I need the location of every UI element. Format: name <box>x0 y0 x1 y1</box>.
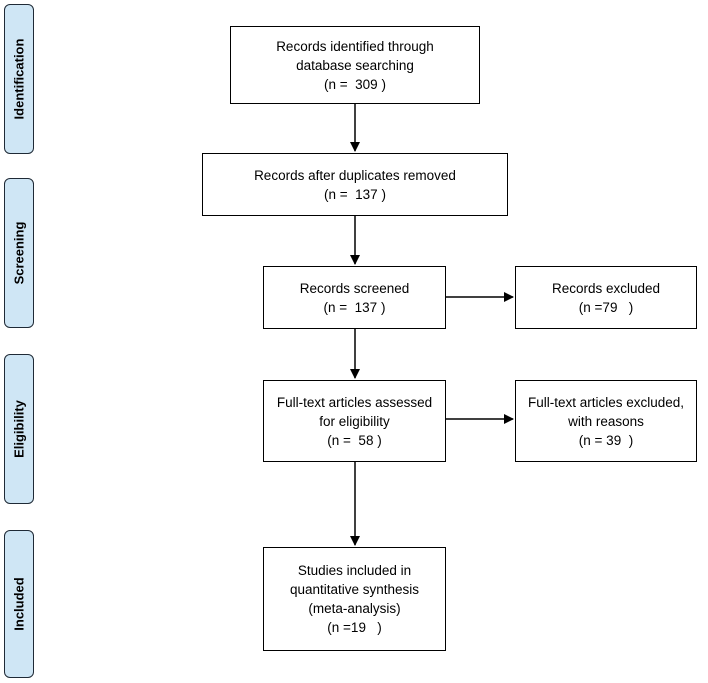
box-fulltext-excluded: Full-text articles excluded, with reason… <box>515 380 697 462</box>
box-records-identified-count: (n = 309 ) <box>324 76 386 92</box>
phase-screening: Screening <box>4 178 34 328</box>
box-records-identified: Records identified through database sear… <box>230 26 480 104</box>
phase-included: Included <box>4 530 34 678</box>
box-studies-included-line1: Studies included in <box>297 563 412 578</box>
box-records-screened-line1: Records screened <box>299 280 410 296</box>
box-after-duplicates-count: (n = 137 ) <box>324 186 386 202</box>
box-fulltext-excluded-line2: with reasons <box>568 413 644 429</box>
box-fulltext-excluded-count: (n = 39 ) <box>578 432 634 448</box>
box-fulltext-assessed-line1: Full-text articles assessed <box>276 394 433 410</box>
box-fulltext-assessed-line2: for eligibility <box>319 413 390 429</box>
box-records-identified-line1: Records identified through <box>276 38 434 54</box>
box-records-screened-count: (n = 137 ) <box>323 299 386 315</box>
box-fulltext-assessed-count: (n = 58 ) <box>327 432 382 448</box>
box-fulltext-excluded-line1: Full-text articles excluded, <box>527 394 685 410</box>
box-studies-included-line3: (meta-analysis) <box>308 601 401 616</box>
box-studies-included-line2: quantitative synthesis <box>289 582 420 597</box>
box-after-duplicates: Records after duplicates removed (n = 13… <box>202 153 508 216</box>
box-after-duplicates-line1: Records after duplicates removed <box>254 167 456 183</box>
box-studies-included: Studies included in quantitative synthes… <box>263 547 446 651</box>
phase-identification: Identification <box>4 4 34 154</box>
box-studies-included-count: (n =19 ) <box>327 620 382 635</box>
box-records-excluded-count: (n =79 ) <box>578 299 634 315</box>
box-records-identified-line2: database searching <box>296 57 414 73</box>
box-records-screened: Records screened (n = 137 ) <box>263 266 446 329</box>
box-records-excluded-line1: Records excluded <box>551 280 661 296</box>
box-fulltext-assessed: Full-text articles assessed for eligibil… <box>263 380 446 462</box>
phase-eligibility: Eligibility <box>4 354 34 504</box>
box-records-excluded: Records excluded (n =79 ) <box>515 266 697 329</box>
